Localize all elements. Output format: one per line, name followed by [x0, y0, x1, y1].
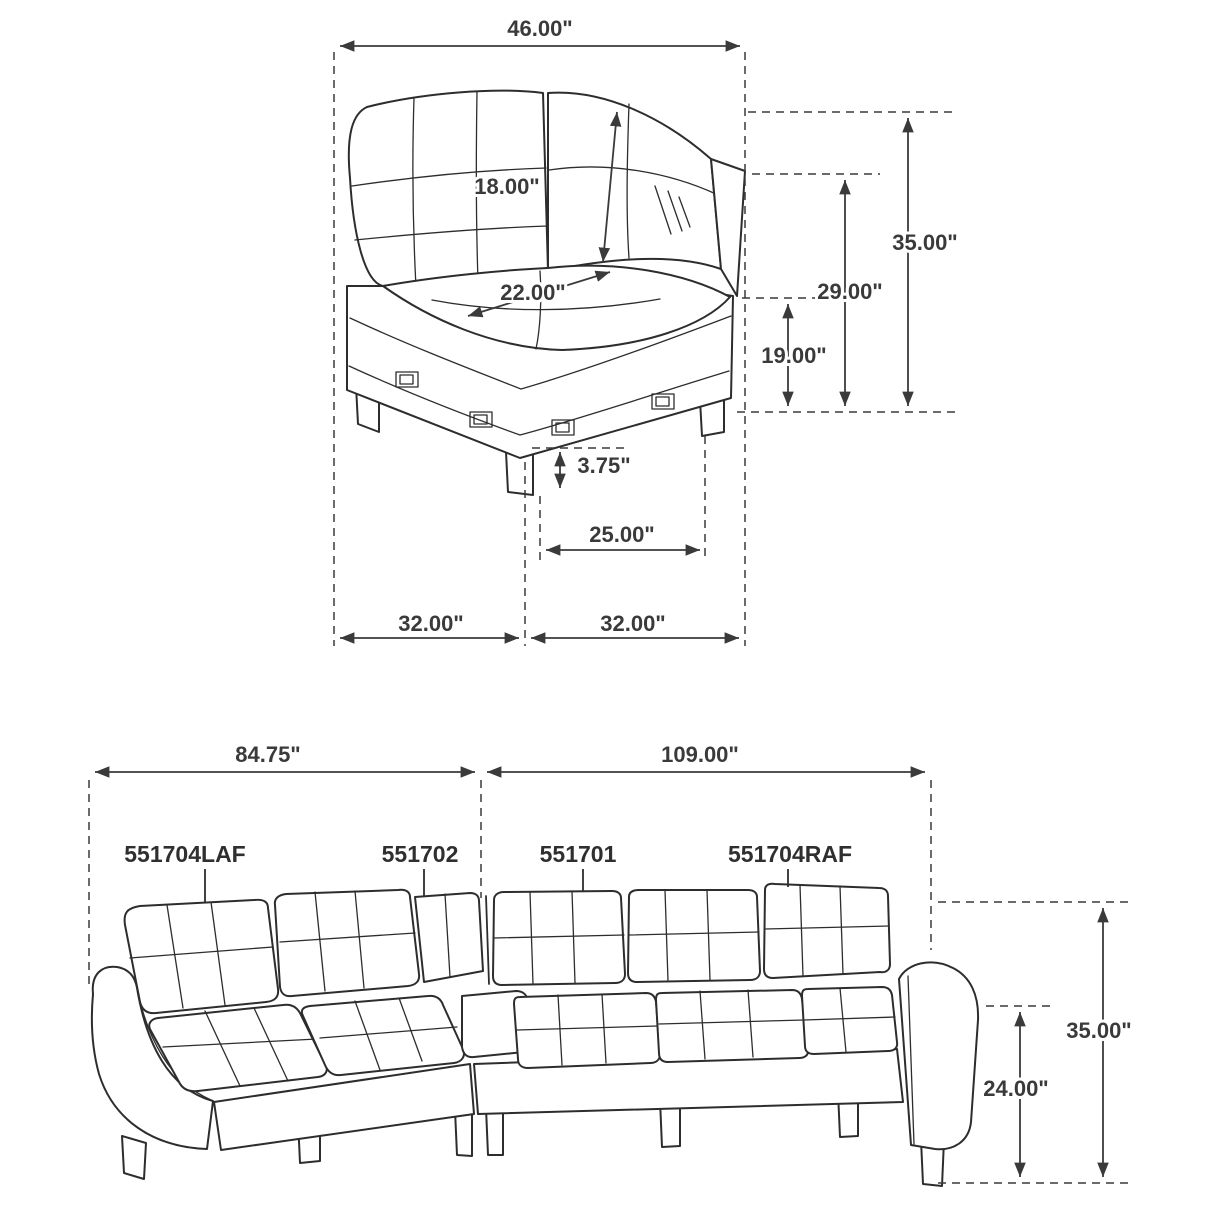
dim-corner-seat-depth: 22.00"	[500, 280, 565, 305]
dim-corner-leg-height: 3.75"	[577, 453, 630, 478]
dim-corner-back-height: 29.00"	[817, 279, 882, 304]
part-label-551704laf: 551704LAF	[124, 841, 245, 867]
dim-corner-seat-height: 19.00"	[761, 343, 826, 368]
dim-corner-left-depth: 32.00"	[398, 611, 463, 636]
dim-sectional-right-length: 109.00"	[661, 742, 739, 767]
dim-corner-right-depth: 32.00"	[600, 611, 665, 636]
connector-clips	[395, 371, 675, 436]
dim-sectional-left-length: 84.75"	[235, 742, 300, 767]
dim-corner-front-width: 25.00"	[589, 522, 654, 547]
dim-sectional-arm-height: 24.00"	[983, 1076, 1048, 1101]
part-label-551704raf: 551704RAF	[728, 841, 852, 867]
dim-sectional-overall-height: 35.00"	[1066, 1018, 1131, 1043]
part-label-551701: 551701	[540, 841, 617, 867]
dim-corner-back-cushion-width: 18.00"	[474, 174, 539, 199]
sectional-sofa-drawing	[90, 882, 980, 1187]
part-label-551702: 551702	[382, 841, 459, 867]
dim-corner-overall-width: 46.00"	[507, 16, 572, 41]
dim-corner-overall-height: 35.00"	[892, 230, 957, 255]
corner-module-dimensions: 46.00" 18.00" 22.00" 35.00" 29.00" 19.00…	[333, 13, 961, 646]
sectional-dimensions: 84.75" 109.00" 35.00" 24.00" 551704LAF 5…	[88, 739, 1135, 1184]
